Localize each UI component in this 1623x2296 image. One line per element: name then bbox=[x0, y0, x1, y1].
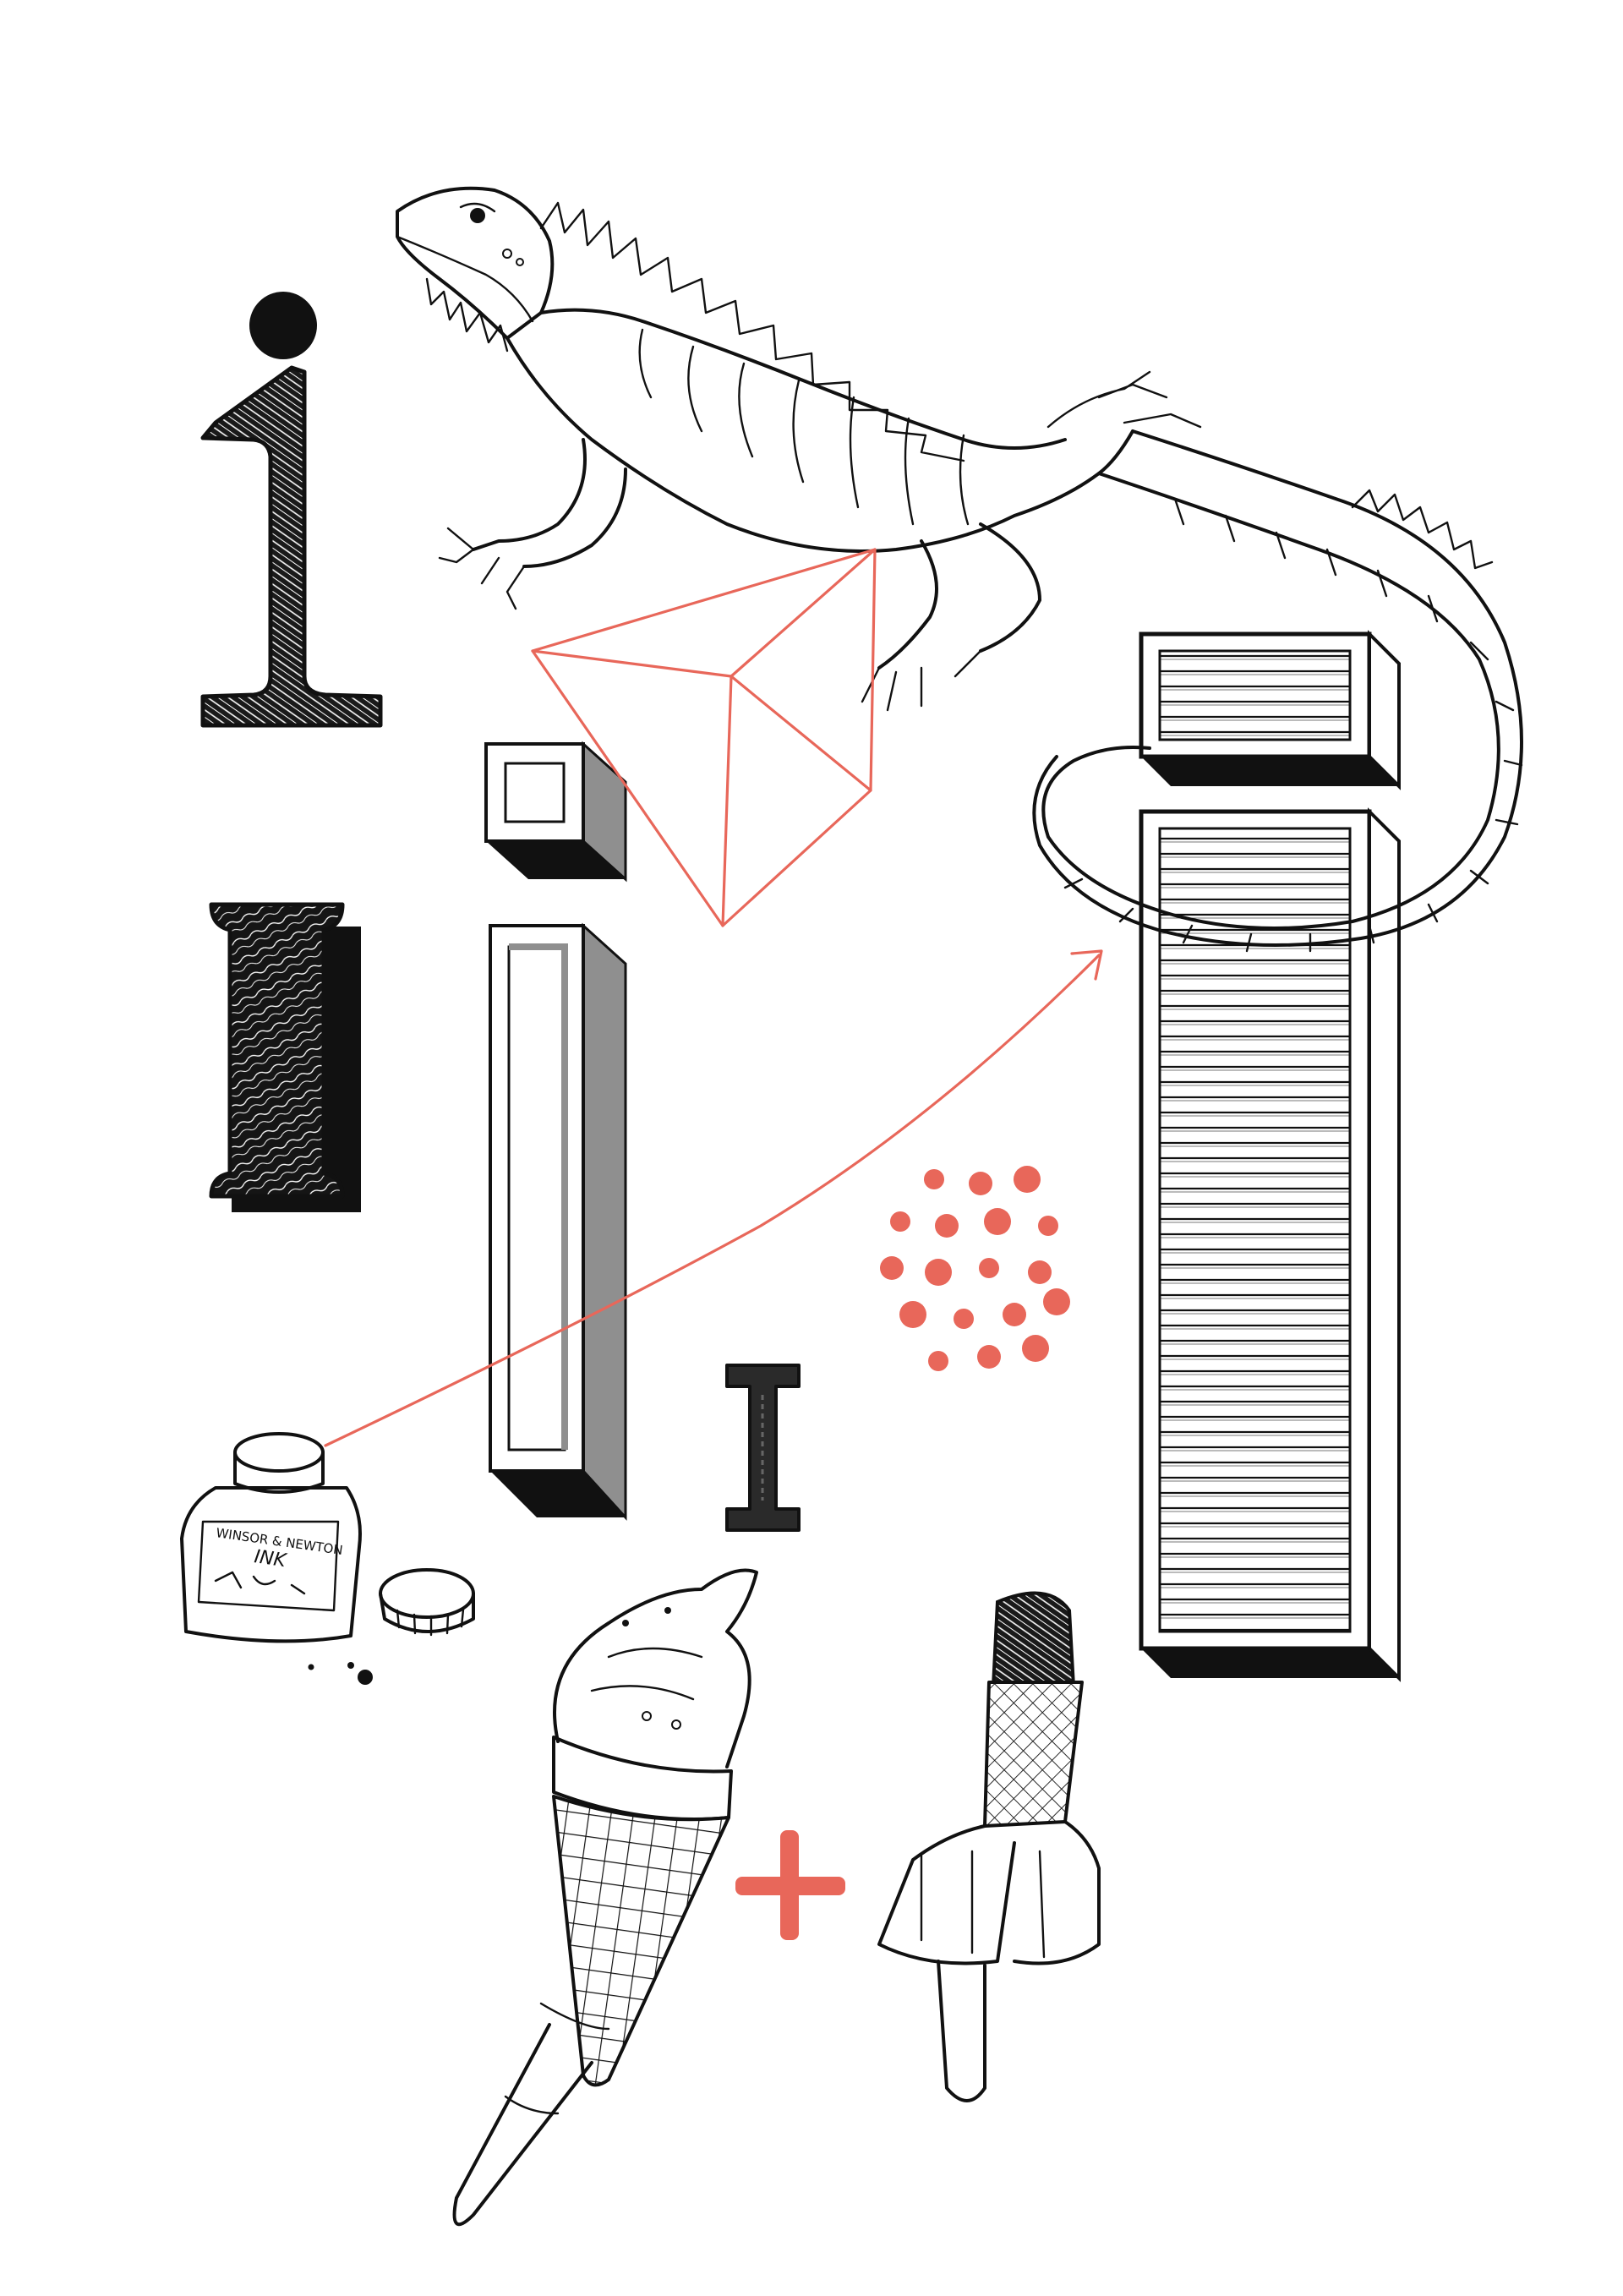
ink-bottle: WINSOR & NEWTON INK bbox=[180, 1432, 362, 1643]
red-dot bbox=[1038, 1216, 1058, 1236]
red-plus-sign bbox=[735, 1830, 845, 1940]
red-dot bbox=[935, 1214, 959, 1238]
red-dot bbox=[880, 1256, 904, 1280]
red-dot bbox=[924, 1169, 944, 1189]
red-dot-cluster bbox=[880, 1166, 1070, 1371]
slatted-lowercase-i bbox=[1139, 630, 1401, 1682]
ink-drops bbox=[308, 1662, 373, 1685]
iguana bbox=[396, 186, 1523, 953]
red-arrow bbox=[324, 949, 1103, 1447]
ink-type-label: INK bbox=[253, 1546, 288, 1572]
red-dot bbox=[1028, 1260, 1052, 1284]
bottle-cap bbox=[379, 1568, 475, 1637]
extruded-lowercase-i bbox=[484, 741, 627, 1521]
red-dot bbox=[954, 1309, 974, 1329]
red-dot bbox=[977, 1345, 1001, 1369]
red-dot bbox=[928, 1351, 948, 1371]
red-dot bbox=[925, 1259, 952, 1286]
red-dot bbox=[979, 1258, 999, 1278]
red-dot bbox=[899, 1301, 926, 1328]
red-dot bbox=[984, 1208, 1011, 1235]
serif-capital-i bbox=[209, 902, 361, 1212]
rocket-ice-lolly bbox=[877, 1591, 1101, 2102]
ice-cream-cone bbox=[452, 1568, 758, 2227]
red-dot bbox=[969, 1172, 992, 1195]
serif-lowercase-i bbox=[200, 292, 383, 728]
red-dot bbox=[1014, 1166, 1041, 1193]
red-dot bbox=[1022, 1335, 1049, 1362]
pyramid-outline bbox=[531, 548, 877, 927]
red-dot bbox=[1043, 1288, 1070, 1315]
red-dot bbox=[1003, 1303, 1026, 1326]
red-dot bbox=[890, 1211, 910, 1232]
small-capital-i bbox=[725, 1364, 801, 1532]
